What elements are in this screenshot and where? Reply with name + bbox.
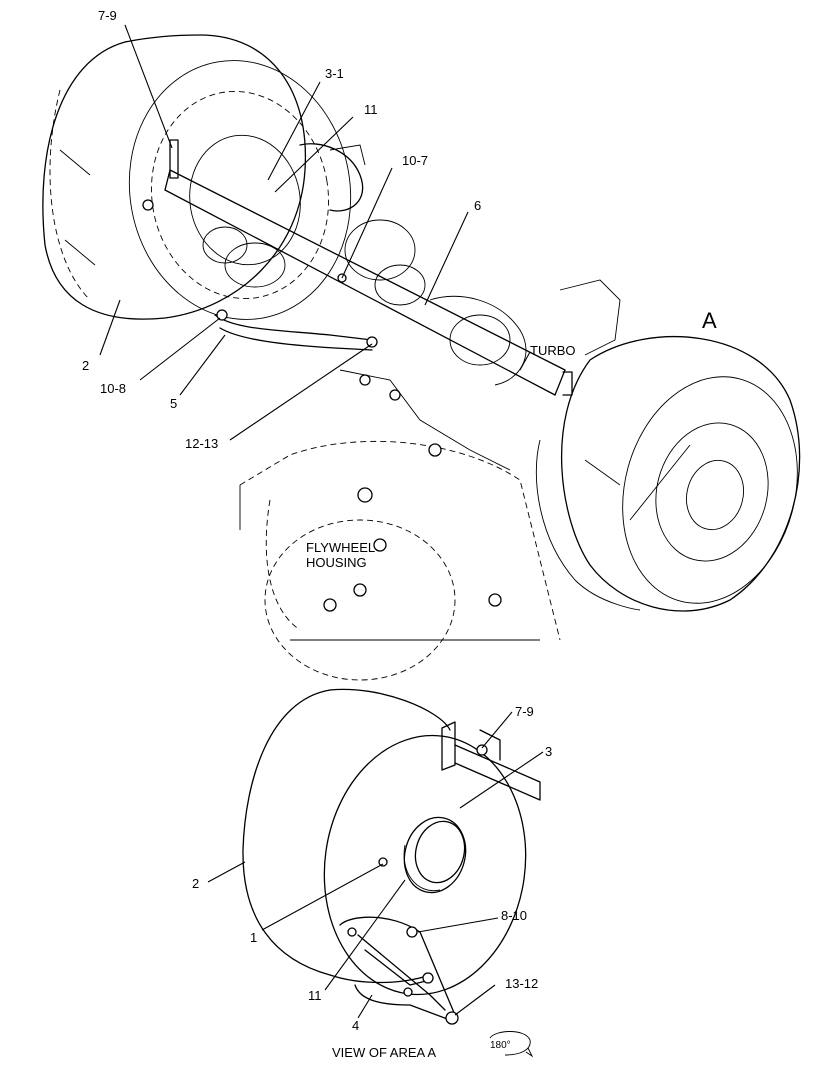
rotation-label: 180° xyxy=(490,1040,511,1051)
lower-assembly-drawing xyxy=(207,688,544,1058)
callout-7-9-lower: 7-9 xyxy=(515,704,534,719)
callout-3-lower: 3 xyxy=(545,744,552,759)
callout-10-7: 10-7 xyxy=(402,153,428,168)
callout-8-10: 8-10 xyxy=(501,908,527,923)
callout-5: 5 xyxy=(170,396,177,411)
callout-10-8: 10-8 xyxy=(100,381,126,396)
callout-11: 11 xyxy=(364,102,378,117)
area-marker-a: A xyxy=(702,308,717,333)
turbo-label: TURBO xyxy=(530,343,576,358)
callout-13-12: 13-12 xyxy=(505,976,538,991)
callout-2-lower: 2 xyxy=(192,876,199,891)
callout-11-lower: 11 xyxy=(308,988,322,1003)
view-caption: VIEW OF AREA A xyxy=(332,1045,436,1060)
callout-3-1: 3-1 xyxy=(325,66,344,81)
callout-2: 2 xyxy=(82,358,89,373)
callout-1: 1 xyxy=(250,930,257,945)
callout-7-9: 7-9 xyxy=(98,8,117,23)
callout-12-13: 12-13 xyxy=(185,436,218,451)
callout-6: 6 xyxy=(474,198,481,213)
flywheel-label: FLYWHEEL xyxy=(306,540,375,555)
housing-label: HOUSING xyxy=(306,555,367,570)
upper-assembly-drawing xyxy=(42,24,801,681)
callout-4: 4 xyxy=(352,1018,359,1033)
